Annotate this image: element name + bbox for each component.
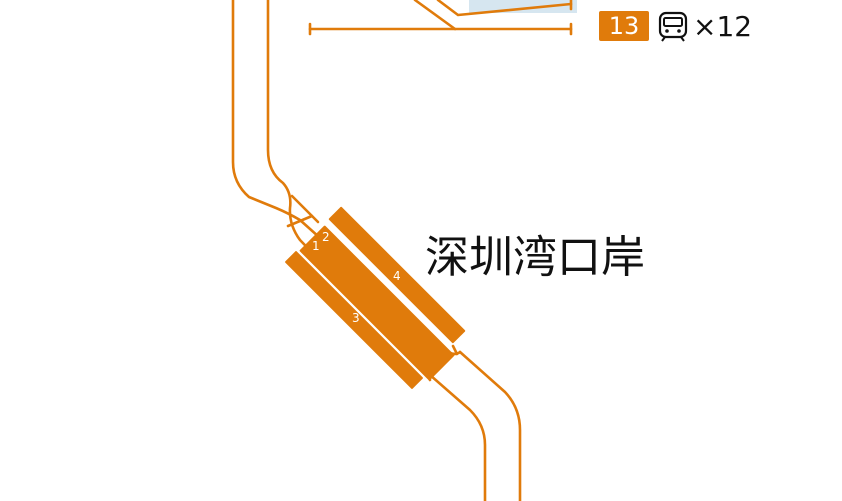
platform-number: 4 <box>393 269 401 283</box>
train-front-icon <box>658 11 688 42</box>
platform-number: 1 <box>312 239 320 253</box>
track-marker <box>451 344 459 356</box>
platform-number: 2 <box>322 230 330 244</box>
crossover-track <box>286 214 314 228</box>
platform-bar <box>285 251 423 389</box>
platform-bar <box>328 206 466 344</box>
highlight-box <box>469 0 577 13</box>
platform-lower <box>285 251 423 389</box>
station-name: 深圳湾口岸 <box>425 232 645 283</box>
line-legend: 13 ×12 <box>599 9 752 43</box>
platform-upper <box>328 206 466 344</box>
track-lower-right <box>458 350 522 501</box>
car-count: ×12 <box>693 9 753 43</box>
track-lower-left <box>428 373 487 501</box>
platform-island <box>299 225 455 381</box>
upper-branch-track <box>436 0 573 17</box>
branch-connector-track <box>413 0 457 31</box>
line-number-badge: 13 <box>599 11 649 41</box>
crossover-track <box>290 194 320 224</box>
platform-number: 3 <box>352 311 360 325</box>
platform-bar <box>299 225 455 381</box>
track-left-inner <box>266 0 432 377</box>
